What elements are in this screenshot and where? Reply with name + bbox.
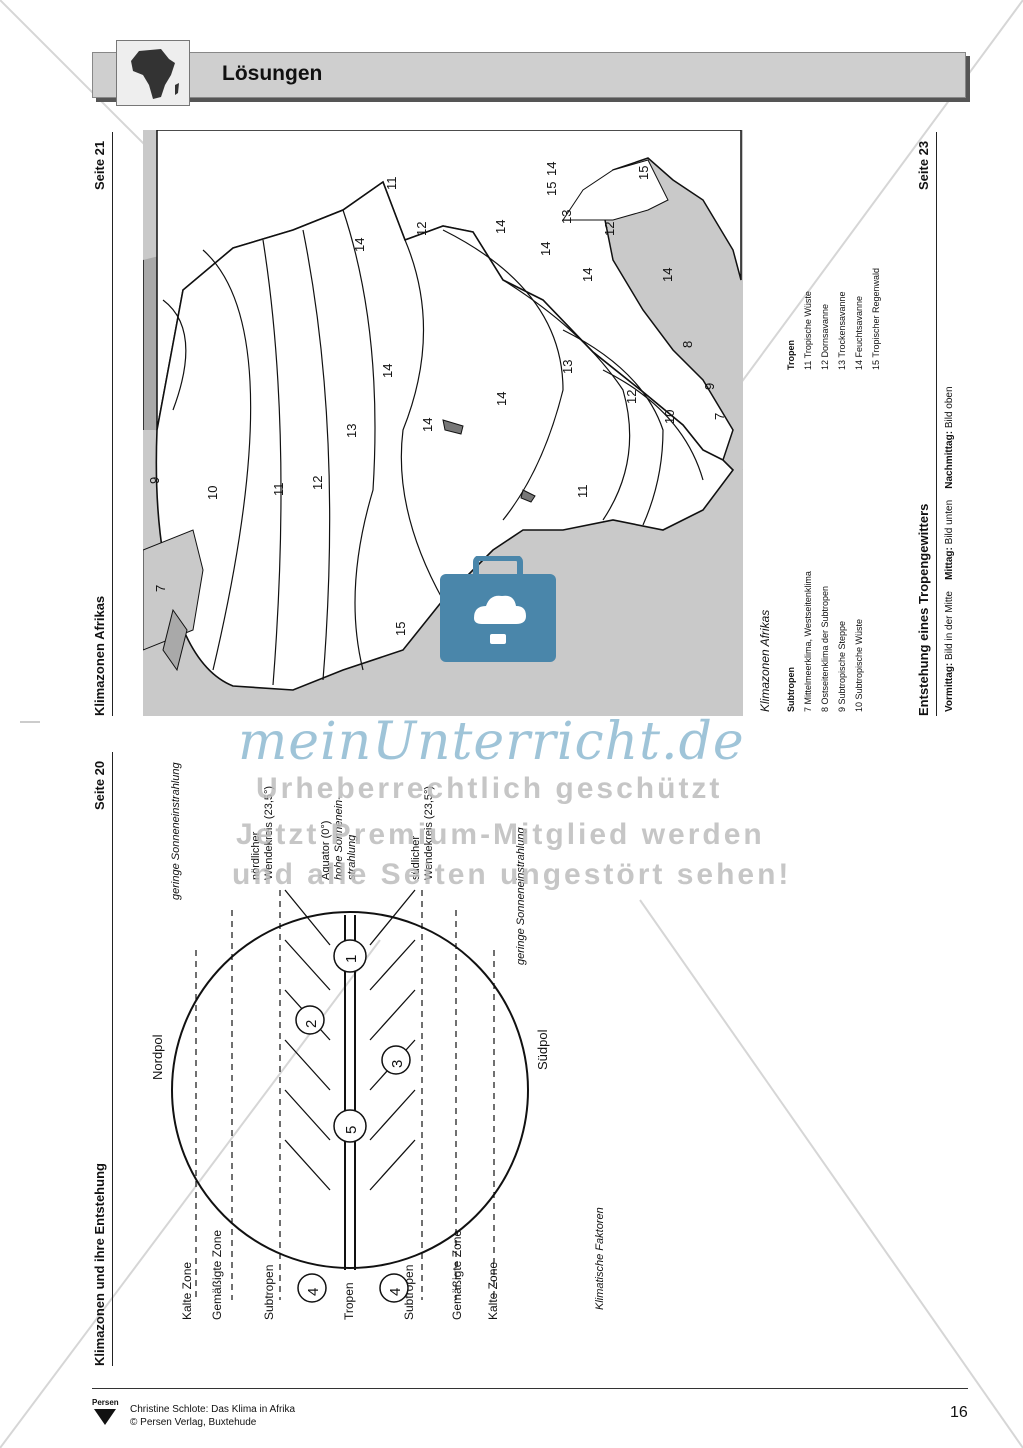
map-label: 14: [380, 363, 395, 378]
map-label: 10: [205, 485, 220, 500]
circle-number: 5: [343, 1125, 360, 1134]
answer-label: Mittag:: [944, 547, 955, 580]
publisher-logo-text: Persen: [92, 1398, 119, 1407]
map-label: 14: [494, 391, 509, 406]
section-heading-origin: Klimazonen und ihre Entstehung: [92, 1163, 107, 1366]
legend-item: 12 Dornsavanne: [820, 303, 830, 370]
watermark-line: und alle Seiten ungestört sehen!: [232, 858, 792, 891]
page-ref-20: Seite 20: [92, 760, 107, 810]
legend-item: 13 Trockensavanne: [837, 291, 847, 370]
map-label: 15: [393, 621, 408, 636]
answer-label: Vormittag:: [944, 662, 955, 712]
diagram-caption: Klimatische Faktoren: [594, 1207, 606, 1310]
legend-item: 10 Subtropische Wüste: [854, 618, 864, 712]
footer-rule: [92, 1388, 968, 1389]
circle-number: 3: [389, 1059, 406, 1068]
page-title: Lösungen: [222, 62, 323, 85]
africa-climate-map: [143, 130, 743, 716]
section-heading-thunderstorm: Entstehung eines Tropengewitters: [916, 503, 931, 716]
map-label: 11: [271, 482, 286, 497]
footer-author: Christine Schlote: Das Klima in Afrika: [130, 1404, 296, 1415]
legend-caption: Klimazonen Afrikas: [758, 609, 772, 712]
circle-number: [333, 939, 367, 973]
map-label: 14: [580, 267, 595, 282]
map-label: 11: [575, 484, 590, 499]
section-rule-africa: [112, 132, 113, 716]
circle-number: 2: [303, 1019, 320, 1028]
answer-value: Bild unten: [944, 499, 955, 545]
map-label: 13: [344, 423, 359, 438]
thunderstorm-answers: Vormittag: Bild in der Mitte Mittag: Bil…: [944, 386, 955, 712]
map-label: 12: [414, 221, 429, 236]
page-ref-23: Seite 23: [916, 140, 931, 190]
legend-item: 11 Tropische Wüste: [803, 291, 813, 370]
answer-value: Bild in der Mitte: [944, 591, 955, 660]
map-label: 14: [544, 161, 559, 176]
watermark-line: Jetzt Premium-Mitglied werden: [236, 818, 765, 851]
map-label: 15: [544, 181, 559, 196]
briefcase-cloud-icon: [440, 555, 556, 662]
legend-item: 7 Mittelmeerklima, Westseitenklima: [803, 571, 813, 712]
map-label: 12: [624, 389, 639, 404]
section-rule-thunderstorm: [936, 132, 937, 716]
legend-item: 8 Ostseitenklima der Subtropen: [820, 585, 830, 712]
circle-number: 4: [305, 1287, 322, 1296]
legend-item: 15 Tropischer Regenwald: [871, 267, 881, 370]
map-label: 7: [712, 412, 727, 420]
map-label: 15: [636, 165, 651, 180]
legend-title-tropen: Tropen: [786, 339, 796, 370]
map-label: 14: [352, 237, 367, 252]
legend-item: 9 Subtropische Steppe: [837, 620, 847, 712]
map-label: 12: [310, 475, 325, 490]
page-ref-21: Seite 21: [92, 140, 107, 190]
climate-zones-diagram: [171, 889, 529, 1303]
map-label: 7: [153, 584, 168, 592]
circle-number: 1: [343, 954, 360, 963]
map-label: 14: [420, 417, 435, 432]
africa-logo-icon: [116, 40, 190, 106]
watermark-line: Urheberrechtlich geschützt: [256, 772, 723, 805]
page-number: 16: [950, 1404, 968, 1421]
section-heading-africa: Klimazonen Afrikas: [92, 595, 107, 716]
map-label: 11: [384, 176, 399, 191]
publisher-logo: Persen: [92, 1398, 119, 1432]
map-label: 14: [493, 219, 508, 234]
watermark-brand: meinUnterricht.de: [238, 712, 745, 772]
map-label: 8: [680, 340, 695, 348]
answer-label: Nachmittag:: [944, 430, 955, 489]
section-rule-origin: [112, 752, 113, 1366]
map-label: 14: [538, 241, 553, 256]
map-label: 13: [559, 209, 574, 224]
header-bar: [92, 52, 966, 98]
footer-publisher: © Persen Verlag, Buxtehude: [130, 1417, 257, 1428]
map-label: 13: [560, 359, 575, 374]
map-label: 9: [702, 382, 717, 390]
answer-value: Bild oben: [944, 386, 955, 429]
map-label: 9: [147, 476, 162, 484]
map-label: 12: [602, 221, 617, 236]
map-label: 10: [662, 409, 677, 424]
legend-title-subtropen: Subtropen: [786, 667, 796, 712]
circle-number: 4: [387, 1287, 404, 1296]
map-label: 14: [660, 267, 675, 282]
legend-item: 14 Feuchtsavanne: [854, 295, 864, 370]
